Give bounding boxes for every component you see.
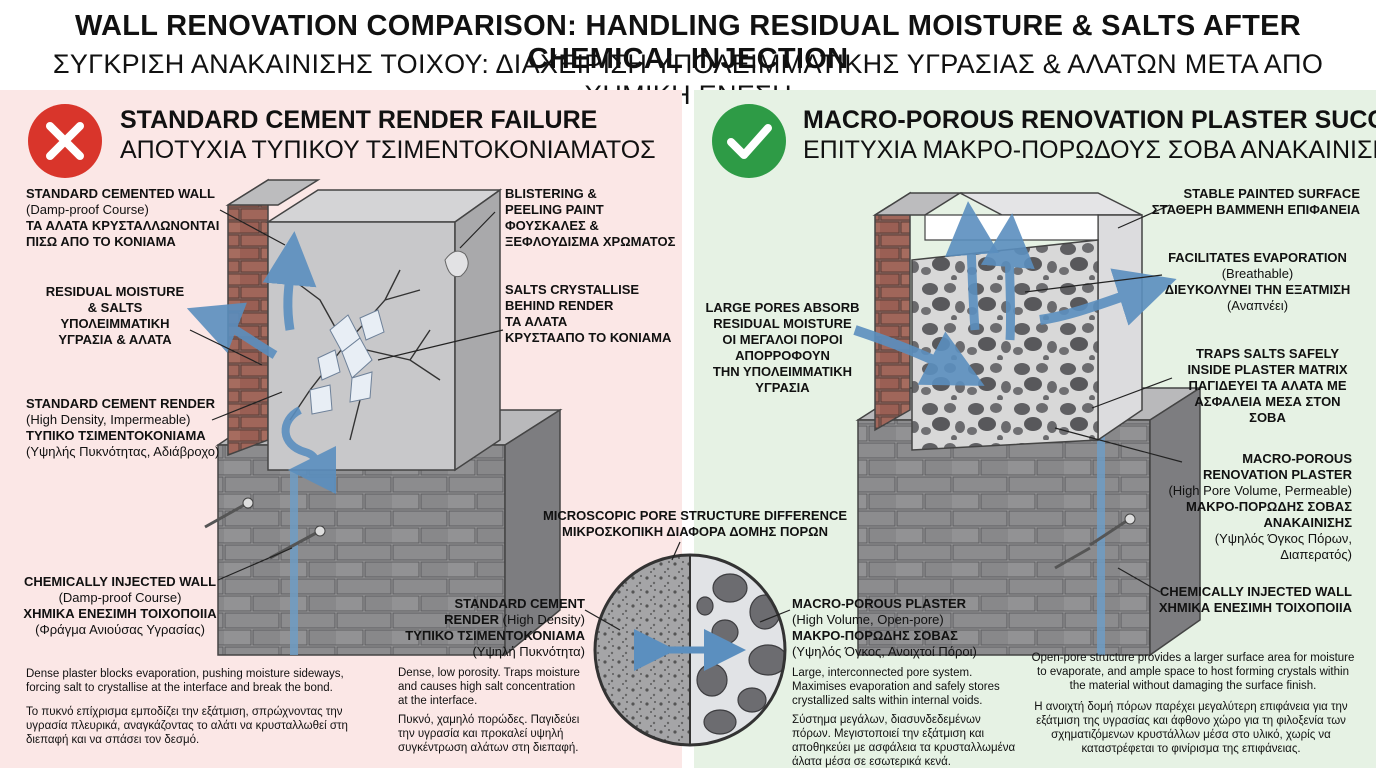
label-large-pores: LARGE PORES ABSORB RESIDUAL MOISTURE ΟΙ … (705, 300, 860, 395)
microscope-circle (584, 541, 791, 747)
standard-render-note-en: Dense, low porosity. Traps moisture and … (398, 667, 580, 707)
label-stable-surface: STABLE PAINTED SURFACE ΣΤΑΘΕΡΗ ΒΑΜΜΕΝΗ Ε… (1151, 186, 1360, 217)
success-subtitle: ΕΠΙΤΥΧΙΑ ΜΑΚΡΟ-ΠΟΡΩΔΟΥΣ ΣΟΒΑ ΑΝΑΚΑΙΝΙΣΗΣ (803, 136, 1376, 164)
failure-badge (26, 102, 104, 180)
check-icon (712, 104, 786, 178)
label-blistering: BLISTERING & PEELING PAINT ΦΟΥΣΚΑΛΕΣ & Ξ… (505, 186, 676, 249)
label-evaporation: FACILITATES EVAPORATION (Breathable) ΔΙΕ… (1164, 250, 1351, 313)
success-note-el: Η ανοιχτή δομή πόρων παρέχει μεγαλύτερη … (1034, 701, 1348, 755)
label-residual-moisture: RESIDUAL MOISTURE & SALTS ΥΠΟΛΕΙΜΜΑΤΙΚΗ … (45, 284, 185, 347)
label-pore-difference: MICROSCOPIC PORE STRUCTURE DIFFERENCE ΜΙ… (542, 508, 848, 539)
label-salts-crystallise: SALTS CRYSTALLISE BEHIND RENDER ΤΑ ΑΛΑΤΑ… (505, 282, 672, 345)
label-macro-porous-plaster: MACRO-POROUS RENOVATION PLASTER (High Po… (1168, 451, 1352, 562)
label-traps-salts: TRAPS SALTS SAFELY INSIDE PLASTER MATRIX… (1187, 346, 1348, 425)
success-title: MACRO-POROUS RENOVATION PLASTER SUCCESS (803, 106, 1376, 134)
label-injected-wall-left: CHEMICALLY INJECTED WALL (Damp-proof Cou… (23, 574, 217, 637)
label-macro-plaster-micro: MACRO-POROUS PLASTER (High Volume, Open-… (792, 596, 977, 659)
failure-note-en: Dense plaster blocks evaporation, pushin… (26, 668, 344, 694)
standard-render-note-el: Πυκνό, χαμηλό πορώδες. Παγιδεύει την υγρ… (398, 714, 580, 754)
macro-plaster-note-en: Large, interconnected pore system. Maxim… (792, 667, 1000, 707)
main-title: WALL RENOVATION COMPARISON: HANDLING RES… (74, 10, 1302, 75)
cross-icon (28, 104, 102, 178)
failure-wall-illustration (186, 178, 563, 657)
label-standard-wall: STANDARD CEMENTED WALL (Damp-proof Cours… (26, 186, 220, 249)
label-cement-render: STANDARD CEMENT RENDER (High Density, Im… (26, 396, 220, 459)
label-standard-render-micro: STANDARD CEMENT RENDER (High Density) ΤΥ… (405, 596, 585, 659)
failure-note-el: Το πυκνό επίχρισμα εμποδίζει την εξάτμισ… (26, 706, 348, 746)
success-badge (710, 102, 788, 180)
failure-subtitle: ΑΠΟΤΥΧΙΑ ΤΥΠΙΚΟΥ ΤΣΙΜΕΝΤΟΚΟΝΙΑΜΑΤΟΣ (120, 136, 656, 164)
label-injected-wall-right: CHEMICALLY INJECTED WALL ΧΗΜΙΚΑ ΕΝΕΣΙΜΗ … (1158, 584, 1352, 615)
macro-plaster-note-el: Σύστημα μεγάλων, διασυνδεδεμένων πόρων. … (792, 714, 1016, 768)
success-note-en: Open-pore structure provides a larger su… (1031, 652, 1355, 692)
success-wall-illustration (853, 191, 1203, 657)
failure-title: STANDARD CEMENT RENDER FAILURE (120, 106, 598, 134)
